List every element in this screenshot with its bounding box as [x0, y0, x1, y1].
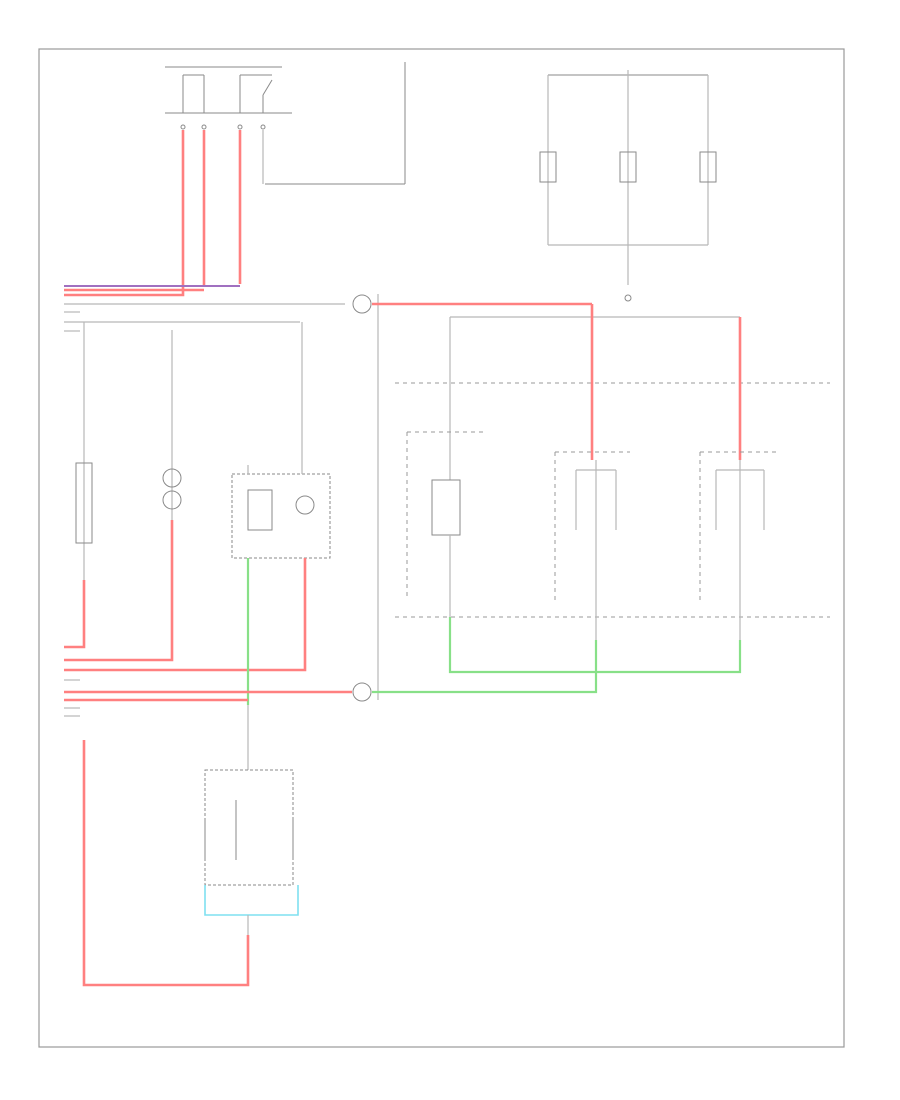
left-components — [75, 322, 331, 580]
left-red-wires — [64, 520, 307, 681]
top-switch-wires — [64, 130, 264, 297]
diagram-frame — [38, 48, 845, 1048]
relay-box — [231, 473, 331, 559]
splice-connector-upper — [352, 294, 372, 314]
right-sensor-section — [395, 304, 830, 674]
lower-bus — [64, 640, 598, 717]
upper-bus — [64, 294, 592, 700]
splice-connector-lower — [352, 682, 372, 702]
top-right-lamp-group — [539, 70, 717, 302]
bottom-switch-block — [82, 705, 299, 987]
top-left-switch-block — [165, 62, 406, 185]
